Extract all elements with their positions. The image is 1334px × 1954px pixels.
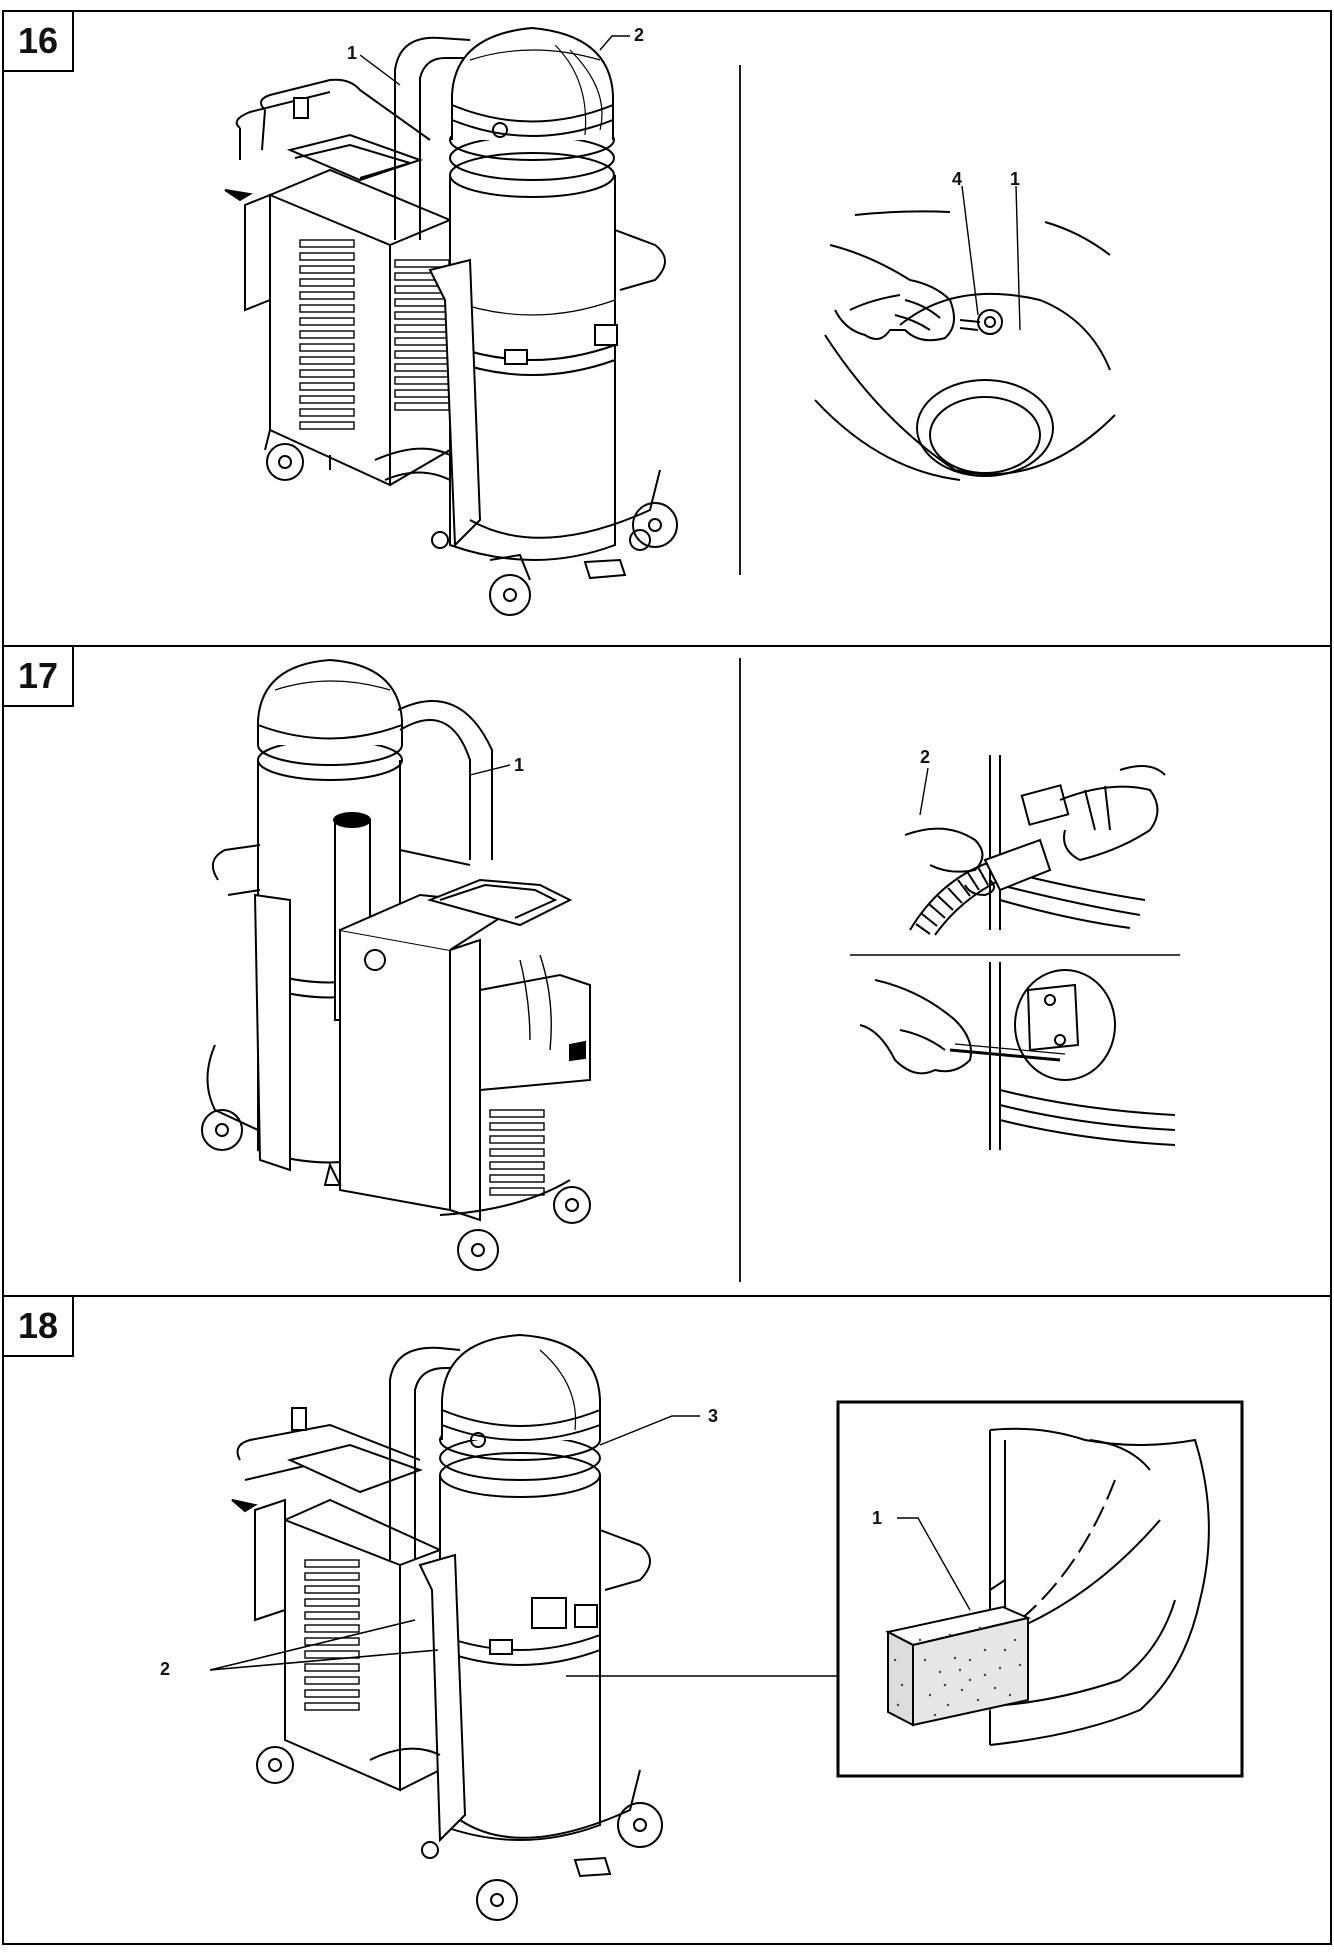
figure-18-number: 18 bbox=[4, 1297, 74, 1357]
fig18-vacuum-illustration bbox=[231, 1333, 663, 1921]
fig16-detail-callout-1: 1 bbox=[1010, 169, 1021, 189]
fig17-vacuum-illustration bbox=[201, 658, 591, 1271]
figure-18-panel: 18 bbox=[2, 1295, 1332, 1945]
foam-stipple bbox=[893, 1626, 1022, 1717]
figure-17-number: 17 bbox=[4, 647, 74, 707]
fig18-inset-detail bbox=[836, 1400, 1244, 1778]
fig18-detail-callout-1: 1 bbox=[872, 1508, 883, 1528]
fig16-callout-1: 1 bbox=[347, 43, 358, 63]
fig16-callout-2: 2 bbox=[634, 25, 645, 45]
fig18-callout-2: 2 bbox=[160, 1659, 171, 1679]
fig17-callout-1: 1 bbox=[514, 755, 525, 775]
fig18-callout-3: 3 bbox=[708, 1406, 719, 1426]
fig17-detail-callout-2: 2 bbox=[920, 747, 931, 767]
fig16-detail-illustration bbox=[814, 210, 1116, 481]
fig16-detail-callout-4: 4 bbox=[952, 169, 963, 189]
fig16-vacuum-illustration bbox=[224, 26, 678, 616]
figure-16-number: 16 bbox=[4, 12, 74, 72]
fig17-detail-illustration bbox=[850, 755, 1180, 1150]
